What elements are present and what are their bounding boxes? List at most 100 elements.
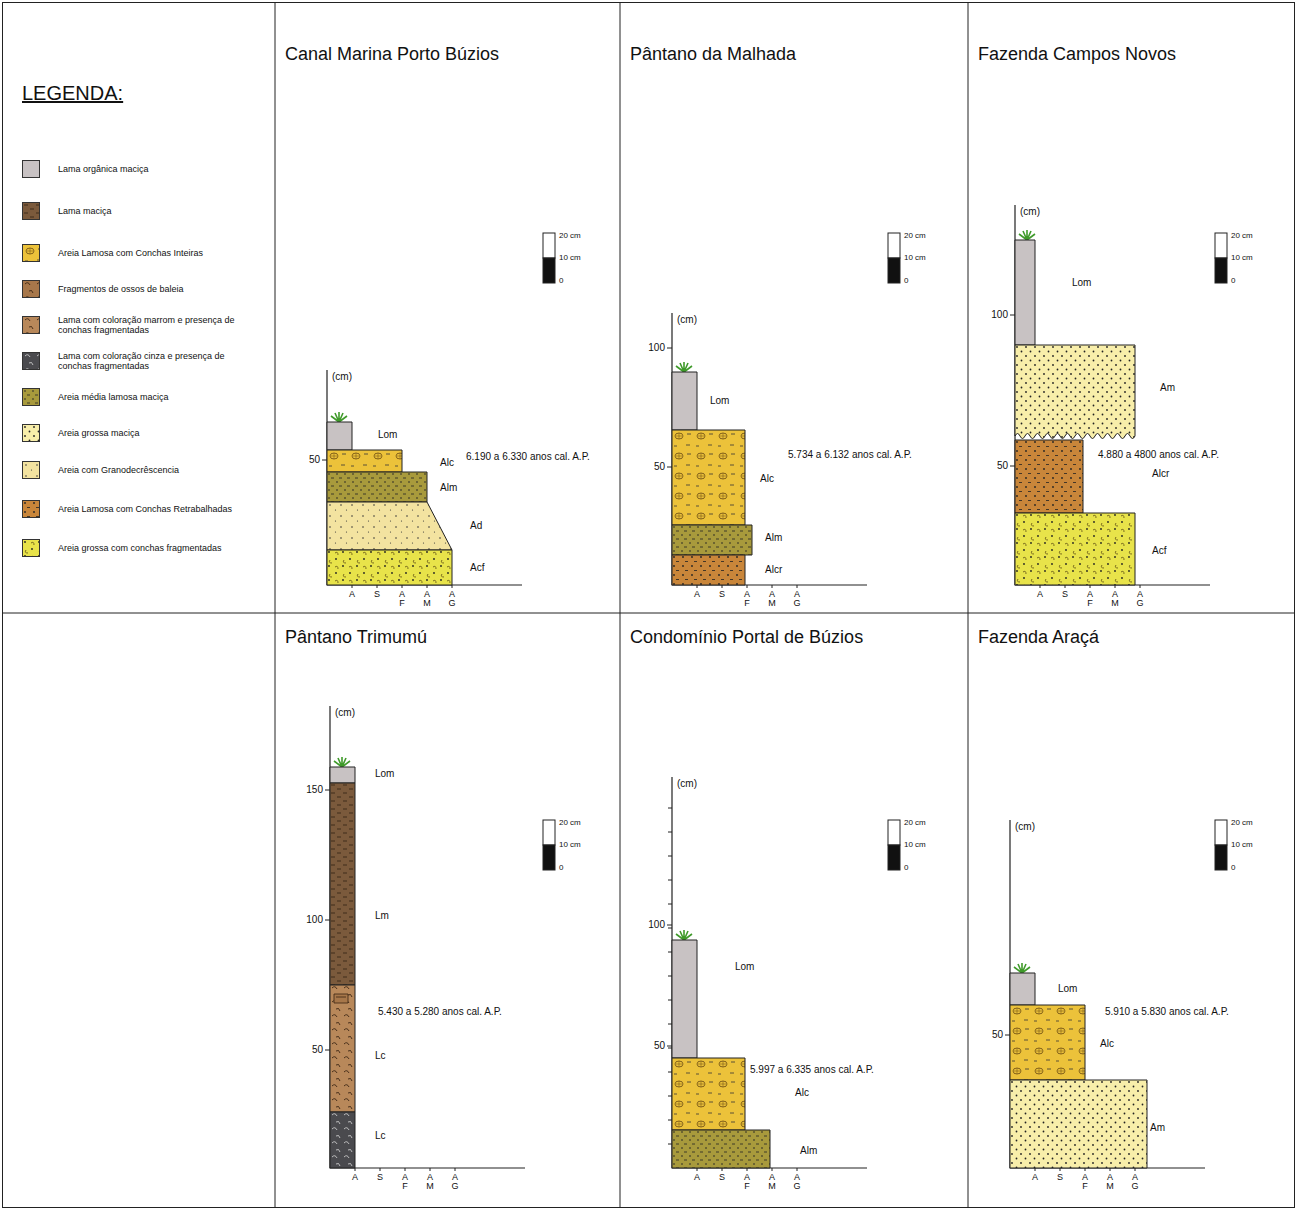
layer-code: Alm [440, 482, 457, 493]
sediment-layer: Alcr [1015, 440, 1083, 513]
axis-tick [747, 585, 748, 588]
legend-swatch [22, 244, 40, 262]
scale-label: 10 cm [559, 841, 581, 849]
sediment-layer: Alc [327, 450, 402, 472]
date-label: 6.190 a 6.330 anos cal. A.P. [466, 452, 590, 463]
layer-code: Alm [800, 1145, 817, 1156]
swatch-pattern [23, 462, 40, 479]
layer-code: Lom [710, 395, 729, 406]
layer-fill [1015, 345, 1135, 442]
sediment-layer: Am [1010, 1080, 1147, 1168]
scale-label: 0 [904, 864, 908, 872]
sediment-layer: Alm [672, 525, 752, 555]
vegetation-icon [331, 412, 347, 422]
legend-swatch [22, 539, 40, 557]
tick-value: 50 [997, 461, 1008, 472]
axis-unit: (cm) [332, 372, 352, 383]
layer-code: Lom [378, 429, 397, 440]
legend-text: Areia média lamosa maciça [58, 392, 258, 402]
axis-line [672, 777, 867, 1168]
scale-label: 20 cm [904, 819, 926, 827]
scale-label: 10 cm [1231, 254, 1253, 262]
layer-fill [672, 1130, 770, 1170]
layer-fill [672, 525, 752, 557]
scale-bar [888, 258, 900, 283]
layer-code: Alc [1100, 1038, 1114, 1049]
layer-code: Acf [470, 562, 484, 573]
legend-swatch [22, 202, 40, 220]
profile-panel: Condomínio Portal de BúziosLomAlcAlm [620, 613, 968, 1210]
scale-label: 0 [559, 277, 563, 285]
scale-label: 20 cm [1231, 819, 1253, 827]
sediment-layer: Alc [672, 430, 745, 525]
axis-tick [667, 925, 672, 926]
tick-value: 100 [648, 920, 665, 931]
scale-label: 10 cm [904, 841, 926, 849]
scale-label: 20 cm [904, 232, 926, 240]
axis-tick [325, 790, 330, 791]
swatch-pattern [23, 203, 40, 220]
scale-label: 0 [1231, 864, 1235, 872]
grain-size: A G [447, 590, 457, 609]
axis-tick [1005, 1035, 1010, 1036]
axis-tick [668, 1072, 672, 1073]
layer-fill [327, 450, 402, 474]
axis-unit: (cm) [1015, 822, 1035, 833]
axis-line [1010, 820, 1205, 1168]
axis-unit: (cm) [677, 779, 697, 790]
date-label: 5.910 a 5.830 anos cal. A.P. [1105, 1007, 1229, 1018]
scale-bar [543, 258, 555, 283]
sediment-layer: Alc [672, 1058, 745, 1130]
layer-code: Ad [470, 520, 482, 531]
axis-tick [668, 904, 672, 905]
axis-line [1015, 205, 1210, 585]
sediment-layer: Am [1015, 345, 1135, 440]
grain-size: A [347, 590, 357, 599]
layer-code: Lom [375, 768, 394, 779]
axis-tick [668, 1024, 672, 1025]
axis-tick [668, 976, 672, 977]
sediment-layer: Lom [327, 422, 352, 450]
axis-tick [325, 920, 330, 921]
layer-fill [1010, 1080, 1147, 1170]
layer-fill [327, 502, 452, 552]
legend-text: Lama orgânica maciça [58, 164, 258, 174]
layer-code: Alm [765, 532, 782, 543]
scale-bar [888, 820, 900, 845]
swatch-pattern [23, 353, 40, 370]
layer-fill [672, 940, 697, 1060]
grain-size: A [692, 590, 702, 599]
swatch-pattern [23, 389, 40, 406]
axis-tick [668, 1144, 672, 1145]
swatch-pattern [23, 425, 40, 442]
legend-text: Areia com Granodecrêscencia [58, 465, 258, 475]
sediment-layer: Lom [672, 372, 697, 430]
layer-code: Lom [1058, 983, 1077, 994]
layer-fill [327, 422, 352, 452]
whale-bone-icon [334, 994, 348, 1003]
scale-bar [1215, 233, 1227, 258]
grain-size: A M [767, 1173, 777, 1192]
legend-text: Areia grossa com conchas fragmentadas [58, 543, 258, 553]
swatch-pattern [23, 281, 40, 298]
sediment-layer: Alc [1010, 1005, 1085, 1080]
sediment-layer: Lom [1010, 973, 1035, 1005]
axis-line [330, 706, 525, 1168]
axis-tick [455, 1168, 456, 1171]
axis-tick [668, 880, 672, 881]
layer-fill [1015, 440, 1083, 515]
axis-tick [668, 808, 672, 809]
axis-tick [667, 467, 672, 468]
layer-code: Alcr [765, 564, 782, 575]
swatch-pattern [23, 317, 40, 334]
layer-fill [1015, 513, 1135, 587]
vegetation-icon [1014, 963, 1030, 973]
layer-fill [1010, 1005, 1085, 1082]
grain-size: A [692, 1173, 702, 1182]
grain-size: A [1030, 1173, 1040, 1182]
vegetation-icon [334, 757, 350, 767]
axis-tick [322, 460, 327, 461]
profile-panel: Fazenda Campos NovosLomAmAlcrAcf [968, 0, 1297, 613]
grain-size: A G [792, 1173, 802, 1192]
axis-tick [667, 348, 672, 349]
